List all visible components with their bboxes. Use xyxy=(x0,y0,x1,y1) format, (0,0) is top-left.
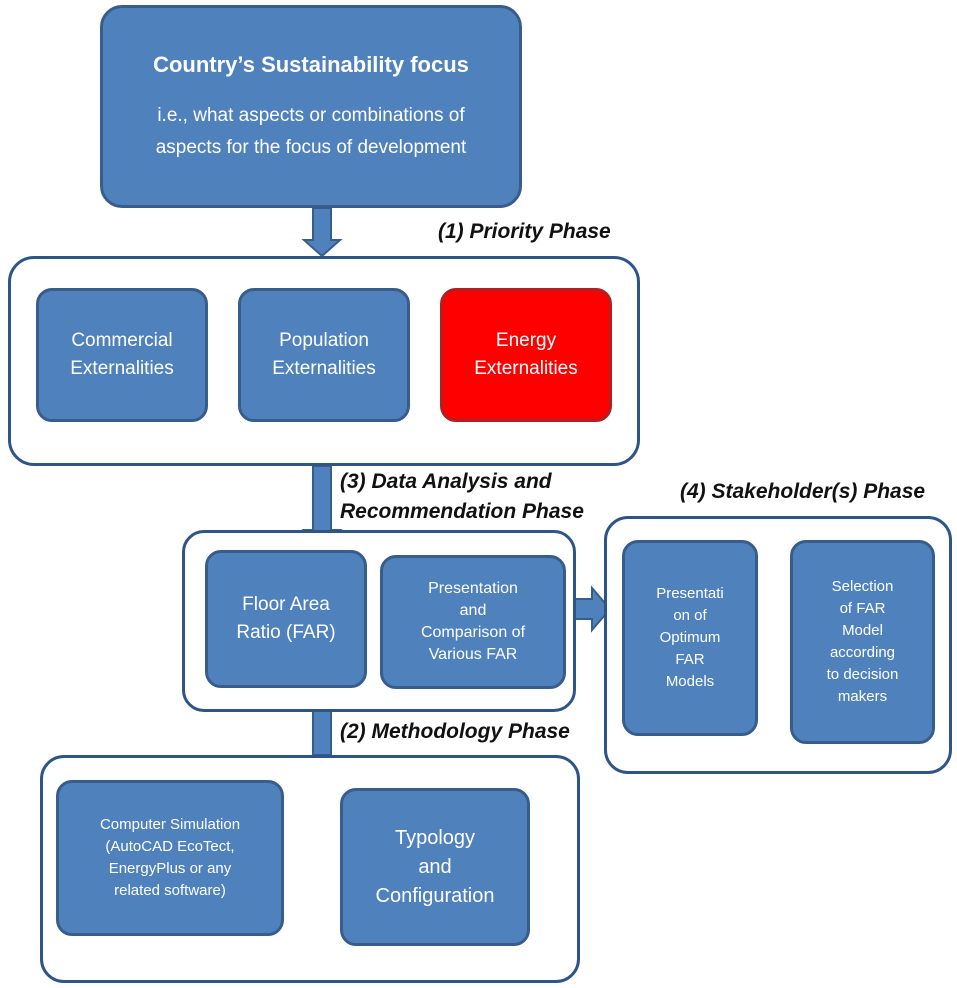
arrow-right-stakeholder xyxy=(574,585,612,633)
energy-line1: Energy xyxy=(495,330,557,351)
selection-line4: according xyxy=(829,644,896,661)
stakeholder-phase-label: (4) Stakeholder(s) Phase xyxy=(680,480,926,503)
methodology-phase-label: (2) Methodology Phase xyxy=(340,720,570,743)
sustainability-focus-title: Country’s Sustainability focus xyxy=(153,51,469,77)
optimum-line3: Optimum xyxy=(659,629,721,646)
simulation-line1: Computer Simulation xyxy=(99,816,241,833)
typology-line1: Typology xyxy=(394,826,476,849)
floor-area-ratio-box: Floor Area Ratio (FAR) xyxy=(205,550,367,688)
presentation-line2: and xyxy=(459,602,487,619)
selection-line6: makers xyxy=(837,688,888,705)
energy-line2: Externalities xyxy=(474,358,578,379)
simulation-line3: EnergyPlus or any xyxy=(108,860,232,877)
arrow-down-priority xyxy=(301,207,343,258)
far-line1: Floor Area xyxy=(242,594,330,615)
typology-line3: Configuration xyxy=(375,884,495,907)
typology-configuration-box: Typology and Configuration xyxy=(340,788,530,946)
population-line1: Population xyxy=(279,330,369,351)
sustainability-focus-line2: aspects for the focus of development xyxy=(155,136,467,158)
simulation-line4: related software) xyxy=(114,882,226,899)
presentation-comparison-box: Presentation and Comparison of Various F… xyxy=(380,555,566,689)
commercial-line2: Externalities xyxy=(70,358,174,379)
selection-line3: Model xyxy=(842,622,883,639)
simulation-line2: (AutoCAD EcoTect, xyxy=(105,838,235,855)
sustainability-focus-box: Country’s Sustainability focus i.e., wha… xyxy=(100,5,522,208)
optimum-line2: on of xyxy=(673,607,707,624)
selection-line5: to decision xyxy=(826,666,899,683)
typology-line2: and xyxy=(418,855,452,878)
presentation-line4: Various FAR xyxy=(428,646,518,663)
presentation-line1: Presentation xyxy=(428,580,518,597)
population-line2: Externalities xyxy=(272,358,376,379)
data-analysis-phase-label-line2: Recommendation Phase xyxy=(340,500,584,523)
optimum-far-models-box: Presentati on of Optimum FAR Models xyxy=(622,540,758,736)
optimum-line1: Presentati xyxy=(656,585,724,602)
selection-line1: Selection xyxy=(831,578,894,595)
sustainability-focus-line1: i.e., what aspects or combinations of xyxy=(157,104,465,126)
optimum-line4: FAR xyxy=(675,651,705,668)
commercial-externalities-box: Commercial Externalities xyxy=(36,288,208,422)
far-line2: Ratio (FAR) xyxy=(236,622,336,643)
commercial-line1: Commercial xyxy=(71,330,173,351)
selection-far-model-box: Selection of FAR Model according to deci… xyxy=(790,540,935,744)
computer-simulation-box: Computer Simulation (AutoCAD EcoTect, En… xyxy=(56,780,284,936)
energy-externalities-box: Energy Externalities xyxy=(440,288,612,422)
selection-line2: of FAR xyxy=(839,600,886,617)
data-analysis-phase-label-line1: (3) Data Analysis and xyxy=(340,470,552,493)
priority-phase-label: (1) Priority Phase xyxy=(438,220,611,243)
presentation-line3: Comparison of xyxy=(420,624,526,641)
population-externalities-box: Population Externalities xyxy=(238,288,410,422)
optimum-line5: Models xyxy=(665,673,715,690)
